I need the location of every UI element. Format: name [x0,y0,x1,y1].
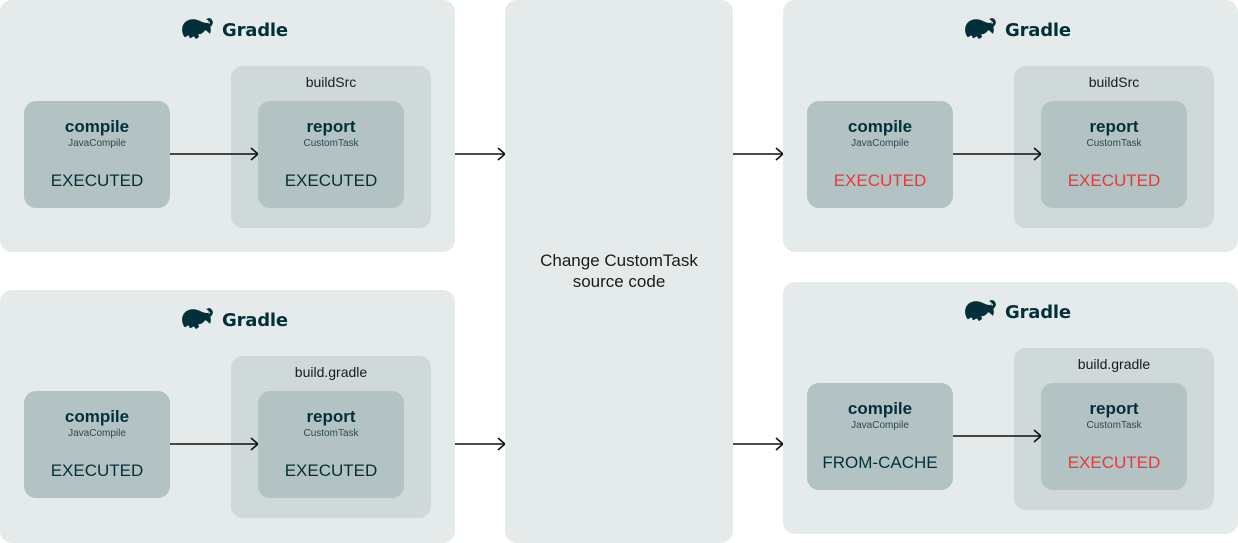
group-label: build.gradle [1077,356,1151,372]
gradle-elephant-icon [963,296,999,329]
task-status: EXECUTED [50,171,144,190]
task-name: report [1089,399,1139,418]
task-type: JavaCompile [68,138,126,149]
task-name: report [1089,117,1139,136]
change-step-line-2: source code [572,272,666,291]
flow-arrow-top-left [455,147,507,161]
compile-task-node: compile JavaCompile EXECUTED [24,101,170,208]
compile-task-node: compile JavaCompile FROM-CACHE [807,383,953,490]
dependency-arrow [953,147,1043,161]
dependency-arrow [170,437,260,451]
gradle-elephant-icon [963,14,999,47]
task-name: compile [64,407,130,426]
gradle-elephant-icon [180,14,216,47]
report-task-node: report CustomTask EXECUTED [258,101,404,208]
task-type: JavaCompile [851,420,909,431]
gradle-logo: Gradle [180,14,288,47]
report-task-node: report CustomTask EXECUTED [1041,383,1187,490]
task-status: EXECUTED [284,461,378,480]
change-step-text: Change CustomTask source code [505,250,733,292]
task-name: compile [64,117,130,136]
gradle-logo-text: Gradle [222,310,288,331]
compile-task-node: compile JavaCompile EXECUTED [807,101,953,208]
gradle-logo: Gradle [180,304,288,337]
report-task-node: report CustomTask EXECUTED [258,391,404,498]
task-status: FROM-CACHE [822,453,938,472]
task-status: EXECUTED [1067,171,1161,190]
panel-bottom-left: Gradle build.gradle compile JavaCompile … [0,290,455,543]
task-status: EXECUTED [1067,453,1161,472]
gradle-logo-text: Gradle [222,20,288,41]
task-status: EXECUTED [284,171,378,190]
compile-task-node: compile JavaCompile EXECUTED [24,391,170,498]
gradle-logo-text: Gradle [1005,20,1071,41]
task-type: CustomTask [303,138,359,149]
task-name: compile [847,399,913,418]
task-type: CustomTask [303,428,359,439]
flow-arrow-bottom-right [733,437,785,451]
group-label: buildSrc [305,74,357,90]
panel-top-left: Gradle buildSrc compile JavaCompile EXEC… [0,0,455,252]
task-type: JavaCompile [68,428,126,439]
change-step-panel: Change CustomTask source code [505,0,733,543]
gradle-logo: Gradle [963,296,1071,329]
task-type: CustomTask [1086,138,1142,149]
gradle-logo: Gradle [963,14,1071,47]
report-task-node: report CustomTask EXECUTED [1041,101,1187,208]
task-status: EXECUTED [833,171,927,190]
task-name: report [306,407,356,426]
task-name: compile [847,117,913,136]
gradle-logo-text: Gradle [1005,302,1071,323]
gradle-elephant-icon [180,304,216,337]
task-type: JavaCompile [851,138,909,149]
group-label: buildSrc [1088,74,1140,90]
flow-arrow-top-right [733,147,785,161]
dependency-arrow [170,147,260,161]
flow-arrow-bottom-left [455,437,507,451]
panel-top-right: Gradle buildSrc compile JavaCompile EXEC… [783,0,1238,252]
task-type: CustomTask [1086,420,1142,431]
change-step-line-1: Change CustomTask [540,251,698,270]
panel-bottom-right: Gradle build.gradle compile JavaCompile … [783,282,1238,534]
task-name: report [306,117,356,136]
dependency-arrow [953,429,1043,443]
task-status: EXECUTED [50,461,144,480]
group-label: build.gradle [294,364,368,380]
